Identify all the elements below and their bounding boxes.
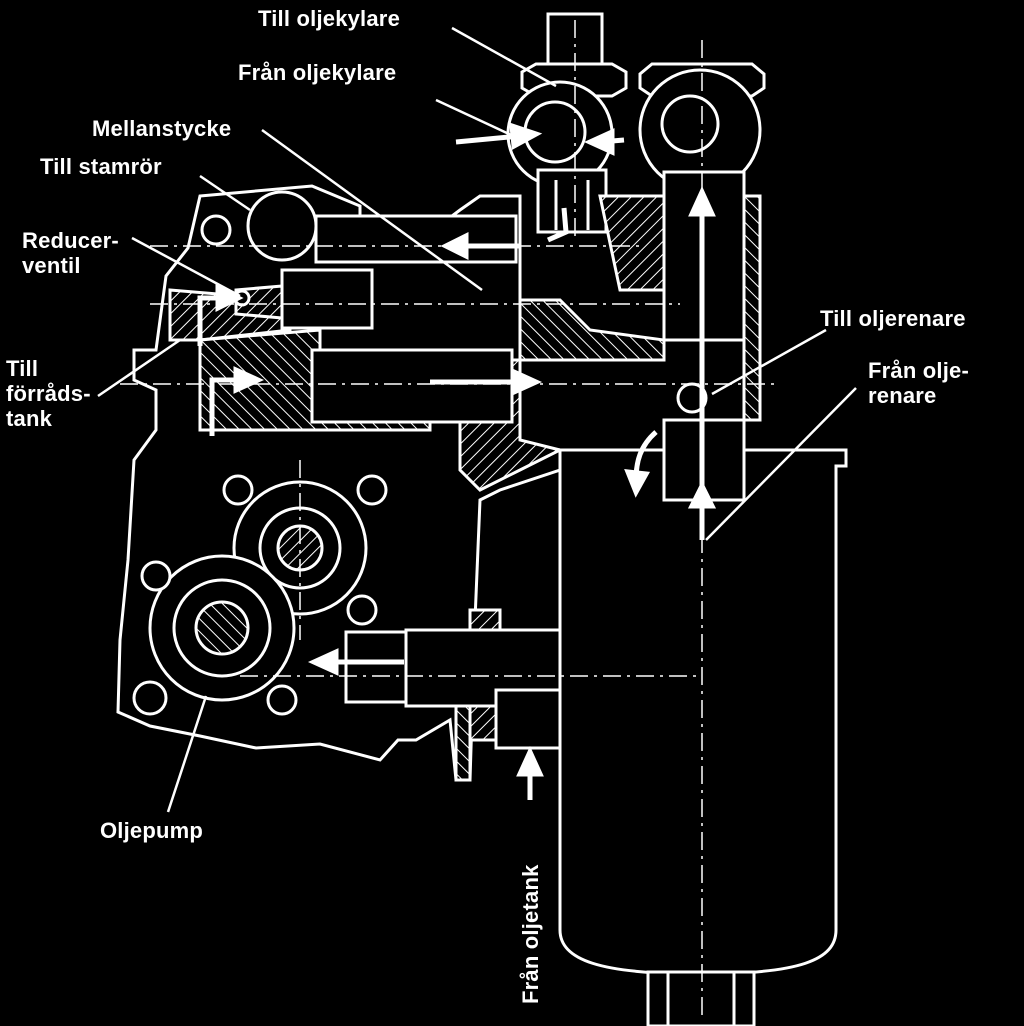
internal-bores — [200, 190, 518, 424]
label-mellanstycke: Mellanstycke — [92, 116, 232, 141]
cooler-fittings — [506, 12, 766, 342]
leader-lines — [97, 26, 857, 813]
label-till-forradstank: Till förråds- tank — [6, 356, 91, 431]
label-fran-oljetank: Från oljetank — [518, 864, 543, 1004]
label-till-stamror: Till stamrör — [40, 154, 162, 179]
label-oljepump: Oljepump — [100, 818, 204, 843]
label-fran-oljerenare: Från olje- renare — [868, 358, 970, 408]
label-fran-oljekylare: Från oljekylare — [238, 60, 397, 85]
label-till-oljekylare: Till oljekylare — [258, 6, 401, 31]
flow-arrows — [197, 122, 717, 800]
inlet-fitting — [344, 628, 598, 750]
label-reducerventil: Reducer- ventil — [22, 228, 119, 278]
label-till-oljerenare: Till oljerenare — [820, 306, 966, 331]
oil-pump — [132, 474, 388, 716]
